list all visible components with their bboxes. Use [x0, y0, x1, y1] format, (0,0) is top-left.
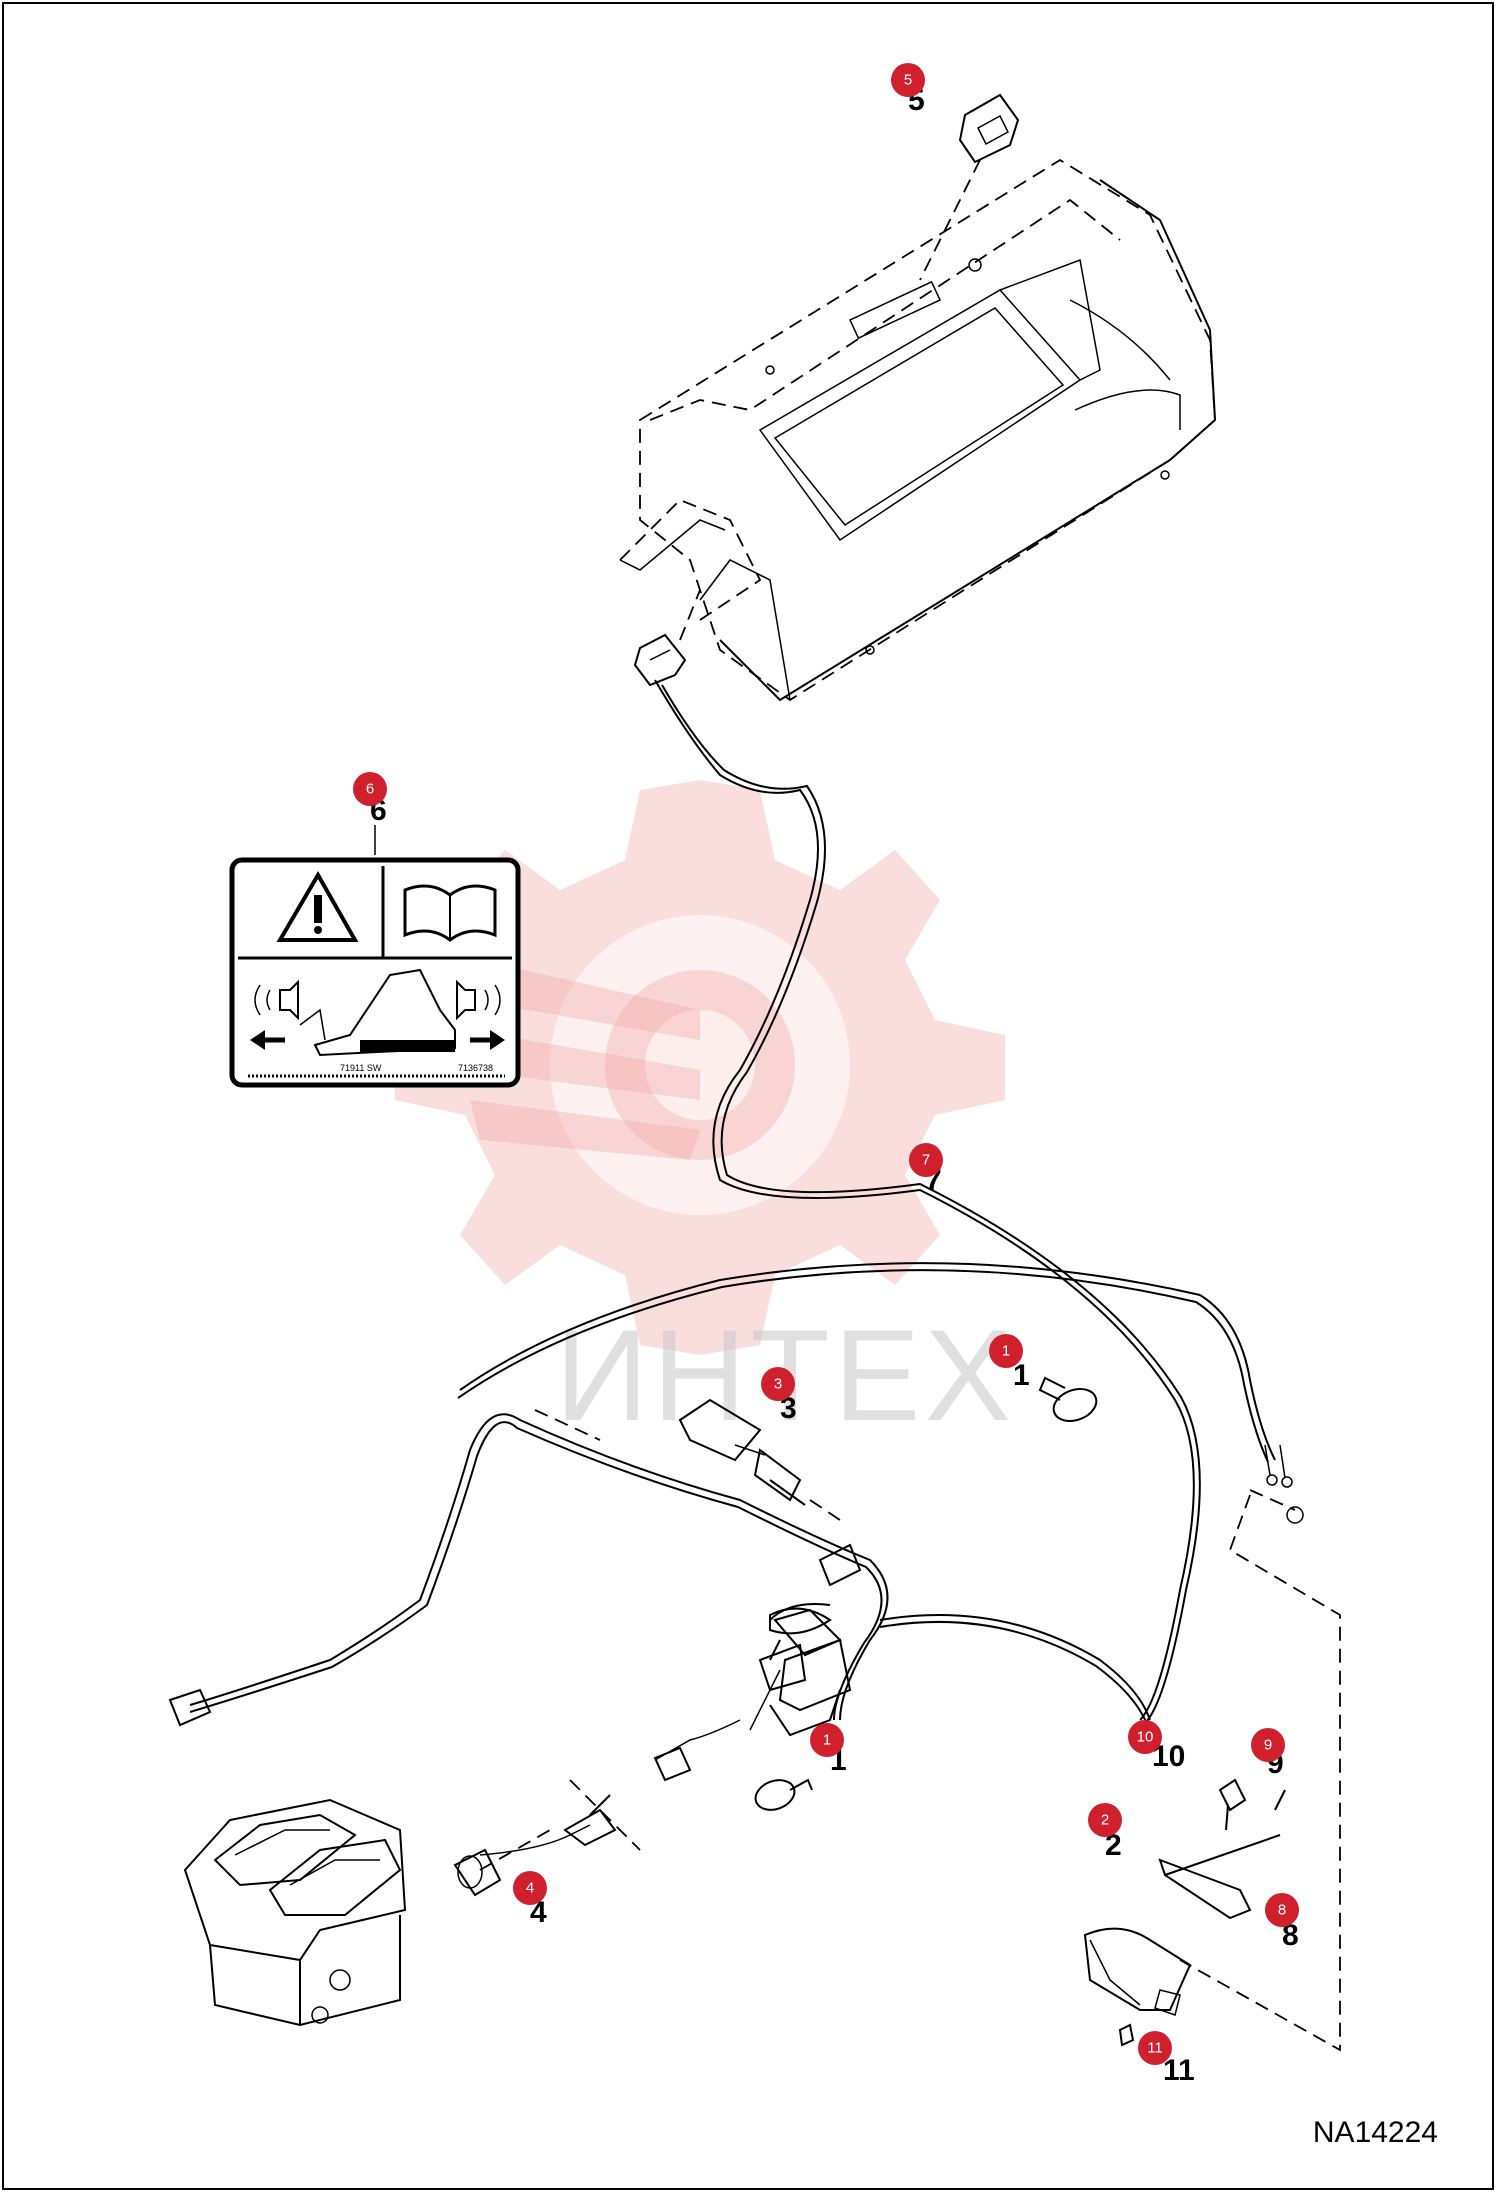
callout-8: 8	[1265, 1893, 1299, 1927]
svg-text:9: 9	[1264, 1737, 1272, 1754]
warning-decal: 71911 SW 7136738	[229, 825, 521, 1088]
callout-11: 11	[1138, 2031, 1172, 2065]
svg-text:1: 1	[1002, 1343, 1010, 1360]
pressure-switch	[453, 1794, 617, 1897]
svg-text:8: 8	[1278, 1902, 1286, 1919]
callout-9: 9	[1251, 1728, 1285, 1762]
callout-1-top: 1	[989, 1334, 1023, 1368]
part-number-11: 11	[1163, 2054, 1195, 2087]
part-number-1: 1	[1013, 1359, 1030, 1392]
decal-left-code: 71911 SW	[340, 1063, 382, 1073]
warning-triangle-icon	[276, 870, 359, 942]
wire-tie	[769, 1607, 832, 1635]
svg-text:6: 6	[366, 781, 374, 798]
bolt-head	[1218, 1778, 1247, 1812]
callout-7: 7	[909, 1143, 943, 1177]
sound-left-icon	[254, 984, 271, 1016]
relay-connector	[678, 1398, 806, 1506]
decal-right-code: 7136738	[458, 1063, 493, 1073]
right-arrow-icon	[490, 1030, 505, 1050]
svg-text:1: 1	[823, 1732, 831, 1749]
hex-nut	[1286, 1506, 1304, 1524]
part-numbers: 1 1 2 3 4 5 6 7 8 9 10 11	[370, 84, 1299, 2087]
part-number-3: 3	[780, 1392, 797, 1425]
callout-4: 4	[513, 1871, 547, 1905]
part-number-8: 8	[1282, 1919, 1299, 1952]
svg-text:3: 3	[774, 1376, 782, 1393]
manual-book-icon	[403, 884, 497, 942]
svg-text:10: 10	[1137, 1729, 1154, 1746]
rocker-switch	[919, 93, 1020, 281]
sound-right-icon	[484, 984, 501, 1016]
left-arrow-icon	[250, 1030, 265, 1050]
callout-2: 2	[1088, 1803, 1122, 1837]
svg-text:7: 7	[922, 1152, 930, 1169]
operator-console-housing	[619, 158, 1217, 702]
callout-6: 6	[353, 772, 387, 806]
cable-clamp-lower	[754, 1778, 813, 1811]
console-connector	[633, 589, 701, 687]
svg-text:2: 2	[1101, 1812, 1109, 1829]
callout-3: 3	[761, 1367, 795, 1401]
wiring-harness	[168, 679, 1293, 1727]
control-valve-block	[183, 1798, 407, 2027]
drawing-id: NA14224	[1312, 2116, 1438, 2149]
leader-lines	[479, 1409, 1341, 2052]
svg-text:11: 11	[1147, 2040, 1163, 2057]
part-number-2: 2	[1105, 1829, 1122, 1862]
callout-1-lower: 1	[810, 1723, 844, 1757]
svg-text:4: 4	[526, 1880, 534, 1897]
callout-5: 5	[891, 63, 925, 97]
mounting-hardware	[1083, 1778, 1286, 2047]
callout-10: 10	[1128, 1720, 1162, 1754]
svg-text:5: 5	[904, 72, 912, 89]
cable-clamp	[1038, 1376, 1098, 1422]
relay-assembly	[653, 1543, 862, 1782]
watermark-logo	[395, 780, 1005, 1355]
